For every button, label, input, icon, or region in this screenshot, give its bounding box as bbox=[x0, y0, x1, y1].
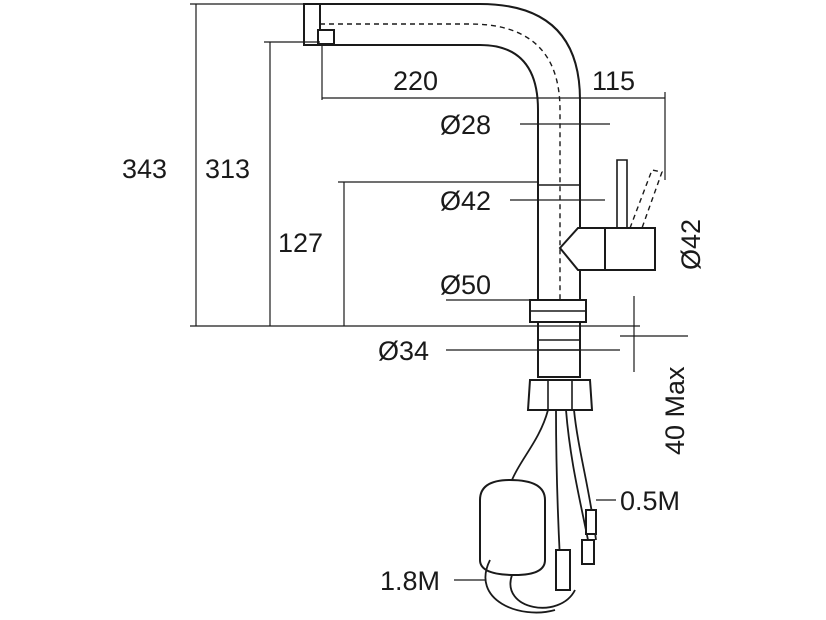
short-hose-label: 0.5M bbox=[620, 486, 680, 516]
handle-diameter-label: Ø42 bbox=[676, 219, 706, 270]
base-diameter-label: Ø50 bbox=[440, 270, 491, 300]
shank-diameter-label: Ø34 bbox=[378, 336, 429, 366]
spout-reach-label: 220 bbox=[393, 66, 438, 96]
hoses bbox=[479, 409, 597, 614]
handle-clearance-label: 115 bbox=[592, 66, 635, 96]
long-hose-label: 1.8M bbox=[380, 566, 440, 596]
deck-thickness-label: 40 Max bbox=[660, 366, 690, 455]
spout-height-label: 313 bbox=[205, 154, 250, 184]
spout-diameter-label: Ø28 bbox=[440, 110, 491, 140]
total-height-label: 343 bbox=[122, 154, 167, 184]
body-diameter-label: Ø42 bbox=[440, 186, 491, 216]
handle-height-label: 127 bbox=[278, 228, 323, 258]
dimension-lines bbox=[190, 3, 688, 581]
